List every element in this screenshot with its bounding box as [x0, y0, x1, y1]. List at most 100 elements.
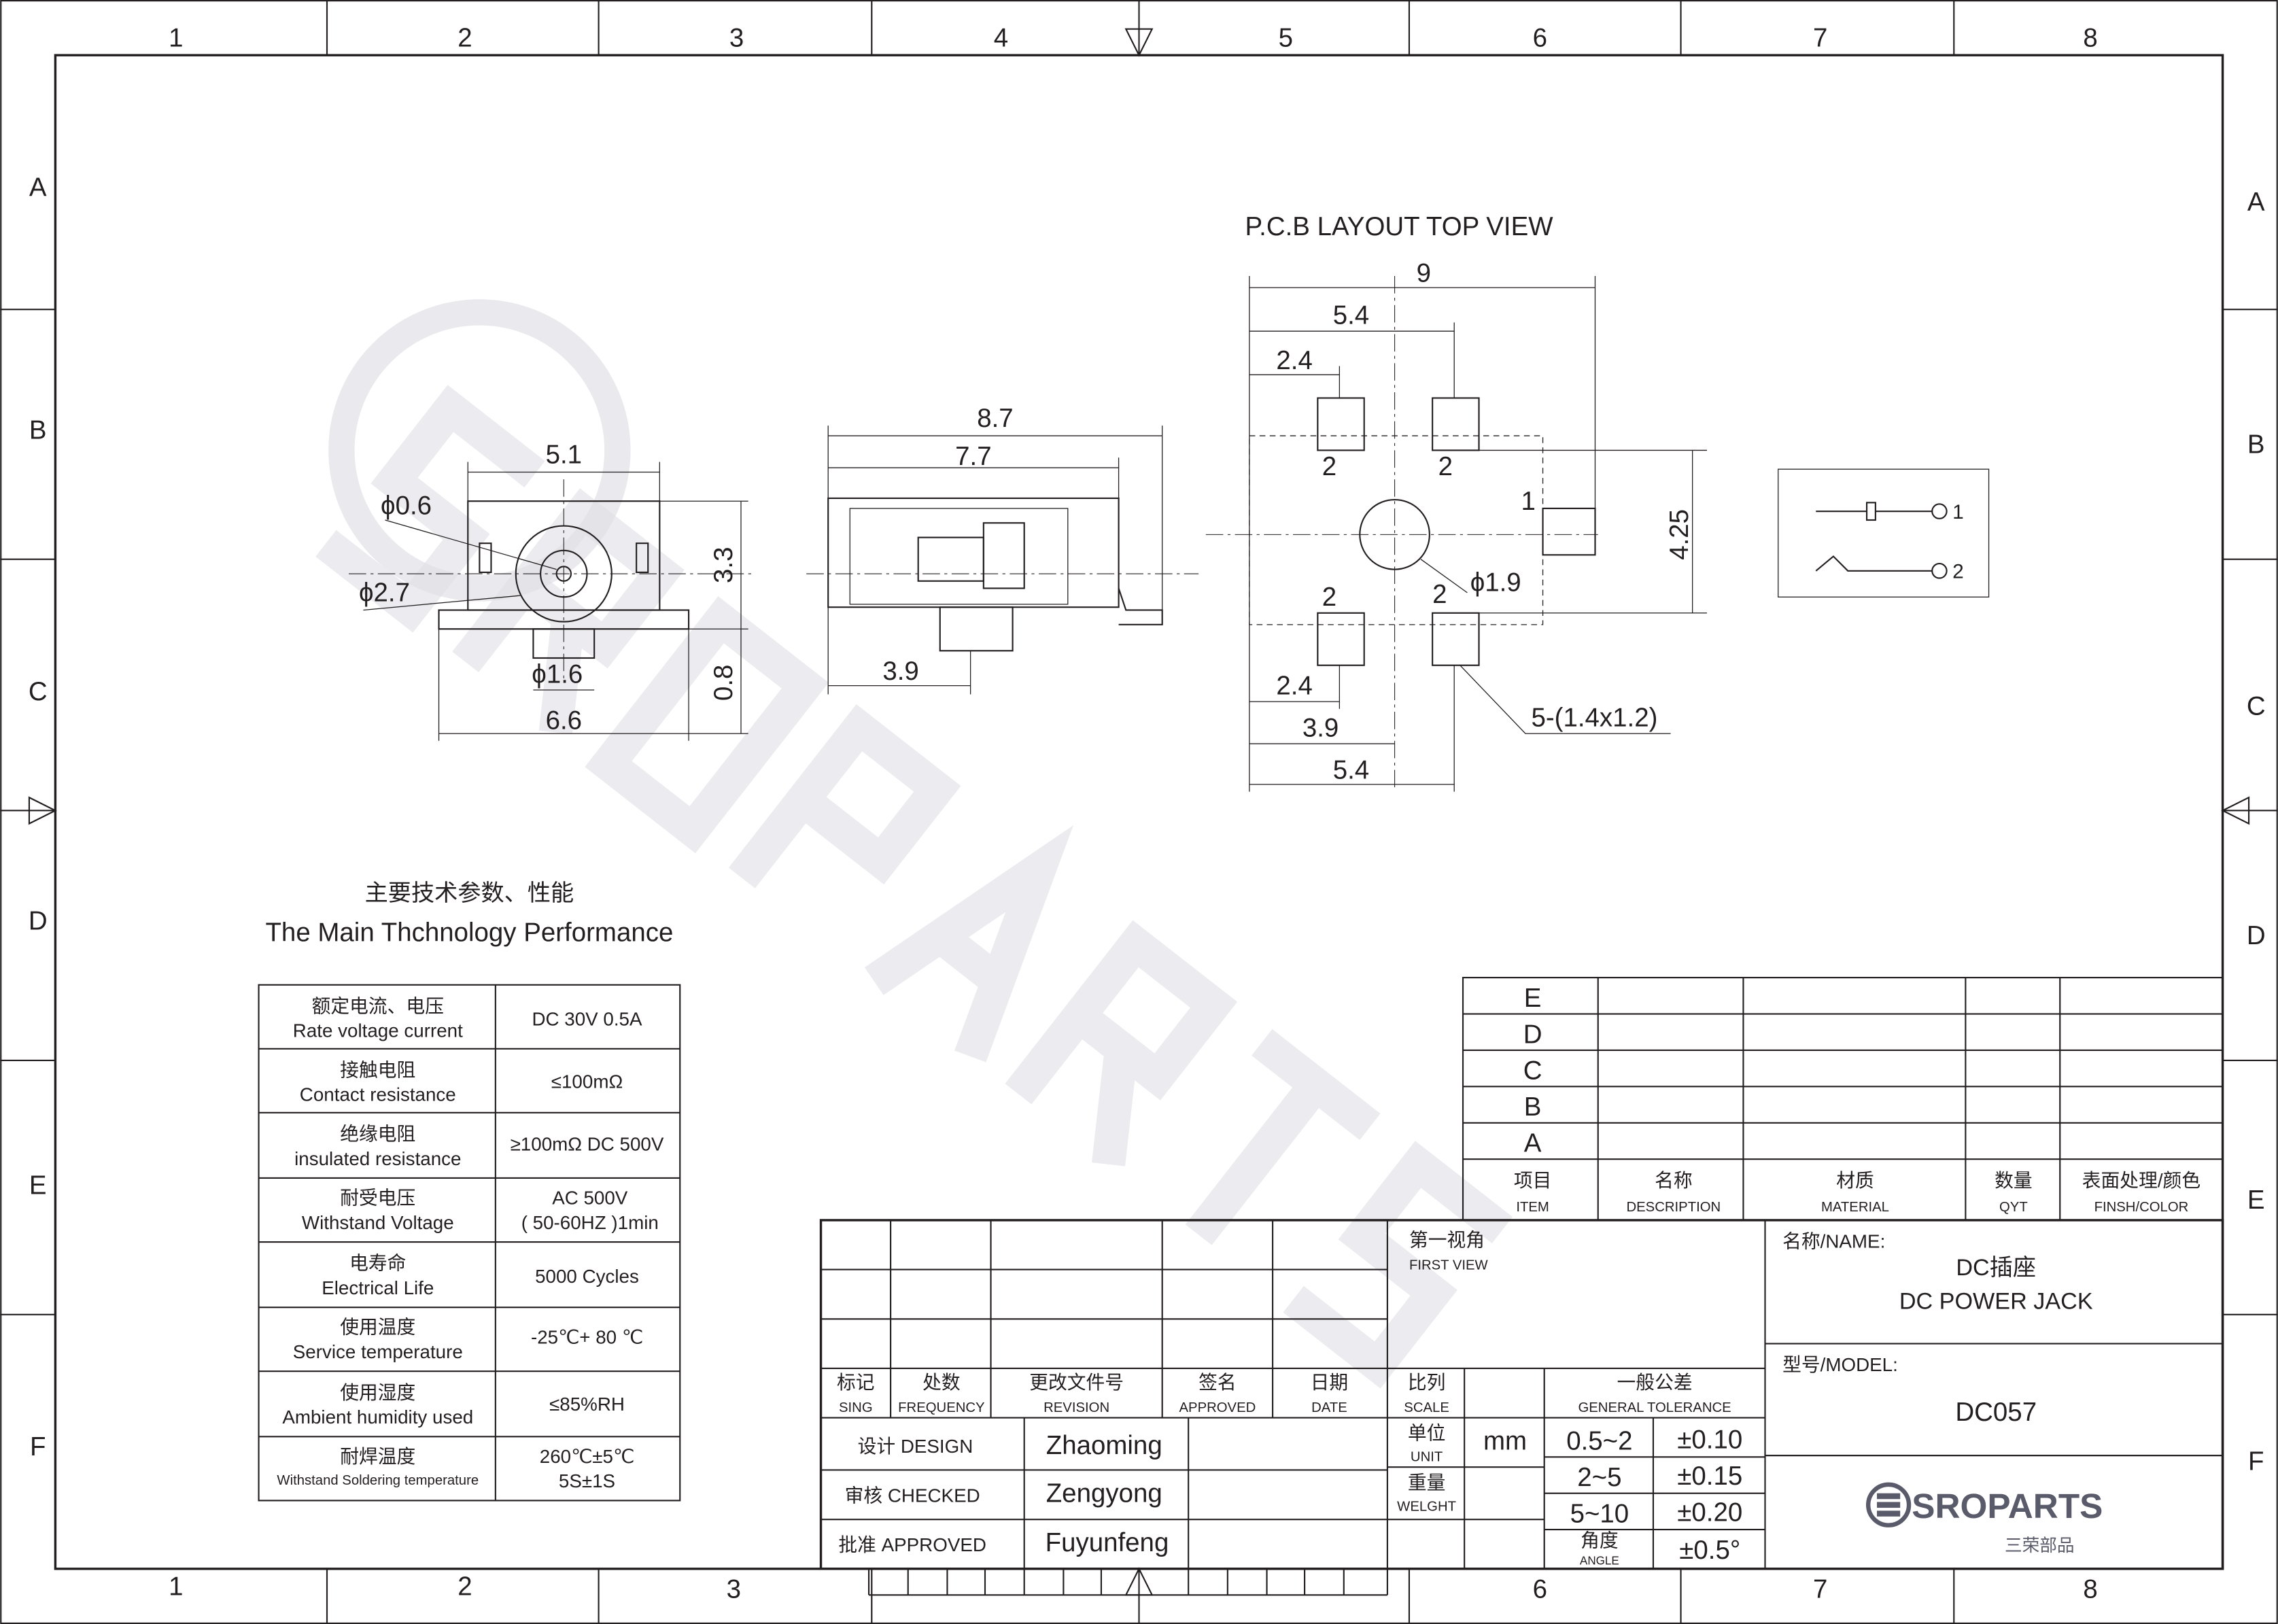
column-label: 6: [1533, 23, 1547, 52]
spec-label-en: Service temperature: [293, 1341, 463, 1362]
pad: [1432, 397, 1480, 451]
spec-title-cn: 主要技术参数、性能: [365, 880, 574, 906]
spec-value: 260℃±5℃: [540, 1446, 634, 1467]
column-label: 3: [727, 1575, 741, 1604]
parts-header: 项目: [1514, 1170, 1552, 1191]
pad: [1317, 397, 1365, 451]
spec-label-cn: 使用湿度: [340, 1382, 415, 1403]
tolerance-range: 5~10: [1570, 1499, 1629, 1528]
person-name: Zhaoming: [1046, 1431, 1162, 1460]
spec-label-en: Electrical Life: [322, 1277, 434, 1298]
scale-label-en: SCALE: [1404, 1400, 1449, 1415]
parts-row-label: D: [1523, 1020, 1542, 1049]
row-label: C: [2247, 691, 2266, 721]
logo-text: SROPARTS: [1912, 1487, 2103, 1525]
pin-label: 2: [1322, 452, 1336, 481]
pad: [1542, 507, 1596, 556]
pin-1-label: 1: [1952, 501, 1964, 523]
dim-4-25: 4.25: [1665, 509, 1694, 560]
dim-5-4: 5.4: [1333, 755, 1369, 784]
angle-label: 角度: [1581, 1530, 1619, 1551]
dim-2-4: 2.4: [1276, 671, 1312, 700]
pad-note: 5-(1.4x1.2): [1531, 703, 1657, 732]
column-label: 7: [1813, 1575, 1827, 1604]
spec-label-cn: 耐焊温度: [340, 1446, 415, 1467]
pin-2-label: 2: [1952, 560, 1964, 583]
parts-header: ITEM: [1516, 1200, 1549, 1215]
person-name: Fuyunfeng: [1046, 1528, 1169, 1557]
dim-hole: ϕ1.9: [1470, 568, 1521, 598]
parts-header: 数量: [1995, 1170, 2033, 1191]
column-label: 7: [1813, 23, 1827, 52]
parts-row-label: E: [1524, 984, 1542, 1013]
tolerance-value: ±0.10: [1677, 1425, 1742, 1454]
spec-label-cn: 耐受电压: [340, 1187, 415, 1208]
rev-header: REVISION: [1043, 1400, 1109, 1415]
pad: [1317, 612, 1365, 666]
column-label: 3: [729, 23, 744, 52]
dim-5-1: 5.1: [546, 440, 582, 470]
spec-value: ( 50-60HZ )1min: [521, 1212, 659, 1233]
watermark: [315, 299, 1513, 1389]
rev-header: 签名: [1198, 1372, 1237, 1393]
tolerance-range: 0.5~2: [1566, 1427, 1632, 1456]
unit-label-en: UNIT: [1411, 1450, 1443, 1465]
pad: [1432, 612, 1480, 666]
rev-header: DATE: [1311, 1400, 1347, 1415]
column-label: 1: [169, 1572, 183, 1601]
tolerance-value: ±0.20: [1677, 1498, 1742, 1527]
pcb-layout: P.C.B LAYOUT TOP VIEW 9 5.4 2.4 4.25 2.4…: [1205, 212, 1708, 792]
watermark-lettering: [315, 385, 1513, 1389]
parts-header: FINSH/COLOR: [2094, 1200, 2189, 1215]
dim-0-8: 0.8: [709, 665, 738, 701]
dim-8-7: 8.7: [977, 404, 1013, 433]
parts-header: 表面处理/颜色: [2082, 1170, 2201, 1191]
spec-value: ≥100mΩ DC 500V: [511, 1133, 664, 1154]
row-label: D: [29, 907, 48, 936]
rev-header: 日期: [1311, 1372, 1349, 1393]
dim-2-4: 2.4: [1276, 346, 1312, 375]
column-label: 2: [458, 23, 472, 52]
parts-header: QYT: [1999, 1200, 2028, 1215]
column-label: 2: [458, 1572, 472, 1601]
column-label: 1: [169, 23, 183, 52]
approval-rows: 设计 DESIGN Zhaoming 审核 CHECKED Zengyong 批…: [838, 1431, 1169, 1557]
pin-label: 1: [1521, 487, 1535, 516]
column-label: 8: [2083, 23, 2097, 52]
role-label: 批准 APPROVED: [838, 1534, 986, 1555]
pcb-title: P.C.B LAYOUT TOP VIEW: [1245, 212, 1553, 241]
tolerance-value: ±0.15: [1677, 1462, 1742, 1491]
row-label: C: [29, 677, 48, 706]
dim-3-3: 3.3: [709, 547, 738, 583]
spec-value: DC 30V 0.5A: [532, 1009, 642, 1030]
product-name-cn: DC插座: [1956, 1255, 2036, 1281]
spec-label-en: insulated resistance: [294, 1148, 461, 1169]
scale-label: 比列: [1408, 1372, 1446, 1393]
bottom-strip: [867, 1568, 1388, 1596]
rev-header: 处数: [922, 1372, 961, 1393]
parts-header: 名称: [1655, 1170, 1693, 1191]
spec-value: AC 500V: [552, 1187, 628, 1208]
dim-phi-1-6: ϕ1.6: [532, 659, 583, 689]
row-label: A: [29, 173, 47, 202]
spec-label-cn: 接触电阻: [340, 1059, 415, 1080]
dim-phi-2-7: ϕ2.7: [359, 578, 410, 608]
column-label: 4: [994, 23, 1008, 52]
spec-table: 主要技术参数、性能 The Main Thchnology Performanc…: [258, 880, 681, 1502]
tolerance-label-en: GENERAL TOLERANCE: [1578, 1400, 1731, 1415]
spec-label-cn: 电寿命: [349, 1253, 406, 1274]
spec-title-en: The Main Thchnology Performance: [265, 918, 673, 948]
spec-value: ≤100mΩ: [551, 1071, 623, 1092]
side-view: 8.7 7.7 3.9: [806, 404, 1199, 695]
pin-label: 2: [1322, 583, 1336, 612]
front-view: 5.1 ϕ0.6 ϕ2.7 ϕ1.6 6.6 3.3 0.8: [349, 440, 756, 741]
